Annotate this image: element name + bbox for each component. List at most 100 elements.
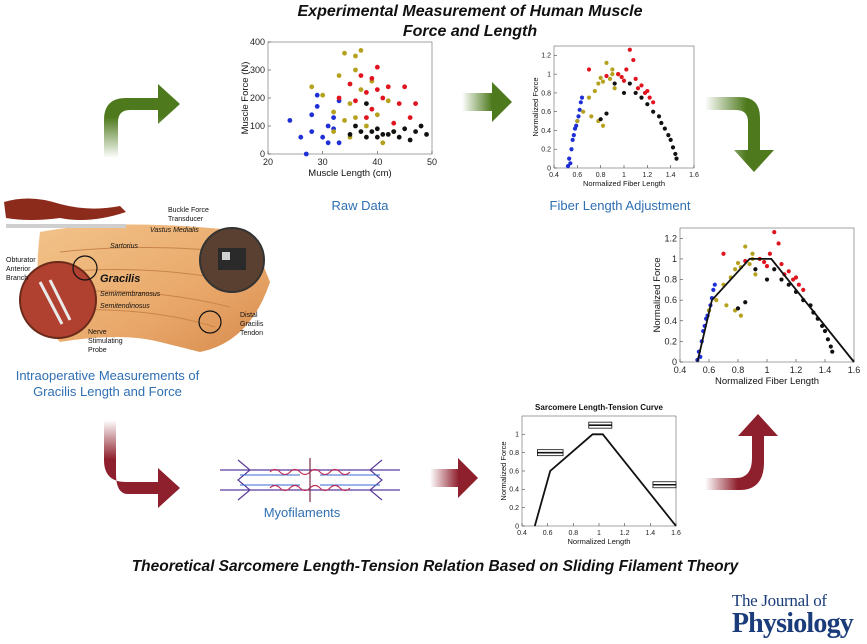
distal-circle xyxy=(198,310,222,334)
caption-intra-line2: Gracilis Length and Force xyxy=(33,384,182,399)
y-tick-label: 1.2 xyxy=(664,233,677,243)
data-point-red xyxy=(762,259,767,265)
data-point-black xyxy=(786,282,791,287)
data-point-olive xyxy=(331,109,336,115)
data-point-black xyxy=(364,101,369,106)
data-point-olive xyxy=(353,115,358,120)
label-gracilis: Gracilis xyxy=(100,273,140,285)
data-point-olive xyxy=(575,118,580,124)
y-tick-label: 1.2 xyxy=(541,53,551,60)
x-tick-label: 0.4 xyxy=(517,530,527,537)
data-point-olive xyxy=(353,67,358,73)
journal-logo: The Journal of Physiology xyxy=(732,592,854,638)
data-point-black xyxy=(347,132,353,137)
data-point-olive xyxy=(604,60,609,65)
data-point-olive xyxy=(320,92,326,98)
data-point-blue xyxy=(336,140,342,146)
data-point-olive xyxy=(600,79,606,84)
data-point-red xyxy=(358,73,364,78)
top-title-line1: Experimental Measurement of Human Muscle xyxy=(297,3,643,20)
data-point-black xyxy=(662,126,667,131)
data-point-blue xyxy=(577,107,582,112)
data-point-black xyxy=(407,137,413,143)
specimen-ruler xyxy=(6,224,126,228)
data-point-olive xyxy=(612,86,617,91)
data-point-olive xyxy=(753,272,758,277)
y-tick-label: 0.6 xyxy=(509,468,519,475)
data-point-red xyxy=(391,120,397,126)
x-axis-label: Normalized Length xyxy=(568,537,631,546)
data-point-red xyxy=(385,84,391,90)
data-point-red xyxy=(721,251,726,256)
data-point-blue xyxy=(570,137,575,142)
y-tick-label: 0.6 xyxy=(541,109,551,116)
label-distal-3: Tendon xyxy=(240,330,263,337)
data-point-olive xyxy=(610,72,615,77)
data-point-red xyxy=(786,269,791,274)
y-tick-label: 0.8 xyxy=(541,90,551,97)
data-point-black xyxy=(743,300,748,305)
data-point-red xyxy=(639,83,644,88)
data-point-black xyxy=(369,129,375,134)
data-point-blue xyxy=(314,92,320,98)
data-point-blue xyxy=(712,282,717,287)
data-point-black xyxy=(396,134,402,140)
label-obturator-3: Branch xyxy=(6,275,28,282)
left-photo-circle xyxy=(19,261,97,339)
data-point-red xyxy=(635,86,641,91)
data-point-black xyxy=(656,114,662,119)
data-point-black xyxy=(639,95,644,100)
y-axis-label: Normalized Force xyxy=(531,77,540,136)
caption-intra-line1: Intraoperative Measurements of xyxy=(15,368,200,383)
data-point-red xyxy=(402,84,408,90)
label-semitendinosus: Semitendinosus xyxy=(100,303,150,310)
data-point-olive xyxy=(353,53,358,59)
data-point-red xyxy=(619,74,624,80)
label-vastus: Vastus Medialis xyxy=(150,227,199,234)
label-nerve-3: Probe xyxy=(88,347,107,354)
y-tick-label: 200 xyxy=(250,93,265,103)
x-tick-label: 1.2 xyxy=(642,172,652,179)
data-point-black xyxy=(668,137,673,142)
data-point-red xyxy=(336,95,342,101)
label-nerve-2: Stimulating xyxy=(88,338,123,345)
top-title: Experimental Measurement of Human Muscle… xyxy=(240,2,700,42)
data-point-black xyxy=(598,117,603,122)
label-obturator-1: Obturator xyxy=(6,257,36,264)
data-point-red xyxy=(767,251,772,256)
x-tick-label: 1.4 xyxy=(819,365,832,375)
data-point-olive xyxy=(385,98,391,104)
y-tick-label: 0.4 xyxy=(509,487,519,494)
data-point-blue xyxy=(711,287,716,292)
data-point-black xyxy=(424,132,429,137)
data-point-black xyxy=(830,349,835,354)
data-point-red xyxy=(624,67,629,72)
data-point-olive xyxy=(596,81,601,86)
data-point-olive xyxy=(598,75,603,81)
data-point-olive xyxy=(750,251,755,256)
label-nerve-1: Nerve xyxy=(88,329,107,336)
x-tick-label: 1.6 xyxy=(848,365,860,375)
data-point-red xyxy=(631,57,636,63)
y-axis-label: Normalized Force xyxy=(499,441,508,500)
data-point-black xyxy=(659,120,664,126)
data-point-olive xyxy=(733,308,738,313)
data-point-olive xyxy=(581,109,586,114)
data-point-red xyxy=(791,277,796,282)
data-point-red xyxy=(347,81,353,87)
arrow-red-2 xyxy=(430,458,478,498)
data-point-olive xyxy=(735,260,741,266)
x-tick-label: 0.6 xyxy=(543,530,553,537)
data-point-red xyxy=(776,241,781,246)
caption-myofilaments: Myofilaments xyxy=(263,505,341,520)
data-point-red xyxy=(801,287,806,292)
x-tick-label: 0.8 xyxy=(596,172,606,179)
x-axis-label: Normalized Fiber Length xyxy=(715,376,819,387)
data-point-red xyxy=(364,115,369,120)
x-tick-label: 1.2 xyxy=(790,365,803,375)
arrow-green-2 xyxy=(462,82,512,122)
arrow-green-1 xyxy=(104,84,180,158)
data-point-red xyxy=(407,115,413,120)
data-point-black xyxy=(358,129,364,134)
